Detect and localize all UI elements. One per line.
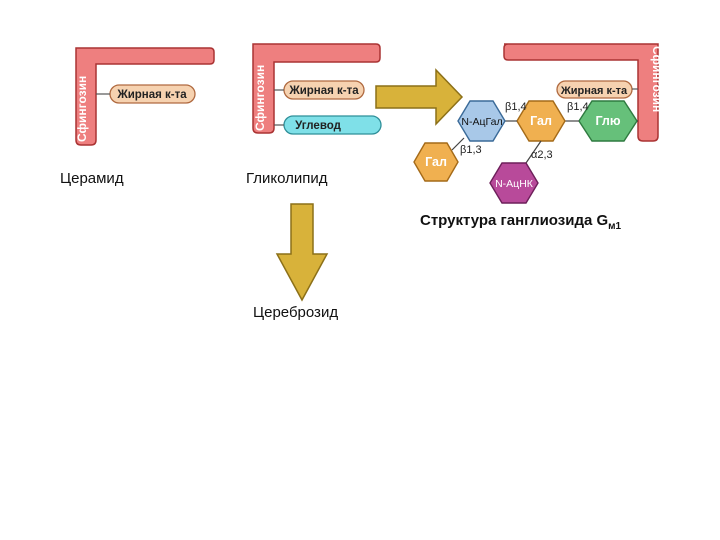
sugar-label: Глю <box>595 114 620 128</box>
sugar-gal-1: Гал <box>516 100 566 142</box>
ceramide-sphingosine: Сфингозин <box>75 47 215 146</box>
connector-line <box>451 137 465 151</box>
sugar-label: N-АцГал <box>461 116 502 128</box>
carbohydrate-label: Углевод <box>295 120 342 132</box>
sugar-nana: N-АцНК <box>489 162 539 204</box>
ganglioside-fatty-acid: Жирная к-та <box>556 80 638 99</box>
sugar-label: Гал <box>425 155 447 169</box>
bond-label: β1,4 <box>505 101 527 113</box>
caption-ceramide: Церамид <box>60 170 124 187</box>
glycolipid-fatty-acid: Жирная к-та <box>274 80 365 100</box>
sugar-galnac: N-АцГал <box>457 100 506 142</box>
sphingosine-label: Сфингозин <box>650 46 664 112</box>
sphingosine-shape <box>252 43 381 134</box>
ganglioside-sphingosine: Сфингозин <box>503 43 664 142</box>
bond-label: α2,3 <box>531 149 553 161</box>
sphingosine-shape <box>503 43 659 142</box>
caption-ganglioside: Структура ганглиозида Gм1 <box>420 212 621 232</box>
sugar-glc: Глю <box>578 100 638 142</box>
glycolipid-sphingosine: Сфингозин <box>252 43 381 134</box>
bond-label: β1,4 <box>567 101 589 113</box>
hexagon-shape <box>489 162 539 204</box>
glycolipid-carbohydrate: Углевод <box>274 115 382 135</box>
caption-glycolipid: Гликолипид <box>246 170 328 187</box>
bond-label: β1,3 <box>460 144 482 156</box>
fatty-acid-label: Жирная к-та <box>288 85 359 97</box>
sugar-label: Гал <box>530 114 552 128</box>
arrow-down-icon <box>275 203 329 302</box>
ganglioside-title: Структура ганглиозида G <box>420 212 609 229</box>
caption-cerebroside: Цереброзид <box>253 304 339 321</box>
sugar-gal-2: Гал <box>413 142 459 182</box>
sphingosine-label: Сфингозин <box>75 76 89 142</box>
ceramide-fatty-acid: Жирная к-та <box>96 84 196 104</box>
connector-line <box>525 140 542 164</box>
fatty-acid-label: Жирная к-та <box>560 85 628 97</box>
arrow-right-icon <box>375 68 464 126</box>
fatty-acid-label: Жирная к-та <box>116 89 187 101</box>
hexagon-shape <box>413 142 459 182</box>
ganglioside-subscript: м1 <box>608 221 622 232</box>
hexagon-shape <box>457 100 506 142</box>
sugar-label: N-АцНК <box>495 178 534 190</box>
sphingosine-label: Сфингозин <box>253 65 267 131</box>
sphingosine-shape <box>75 47 215 146</box>
